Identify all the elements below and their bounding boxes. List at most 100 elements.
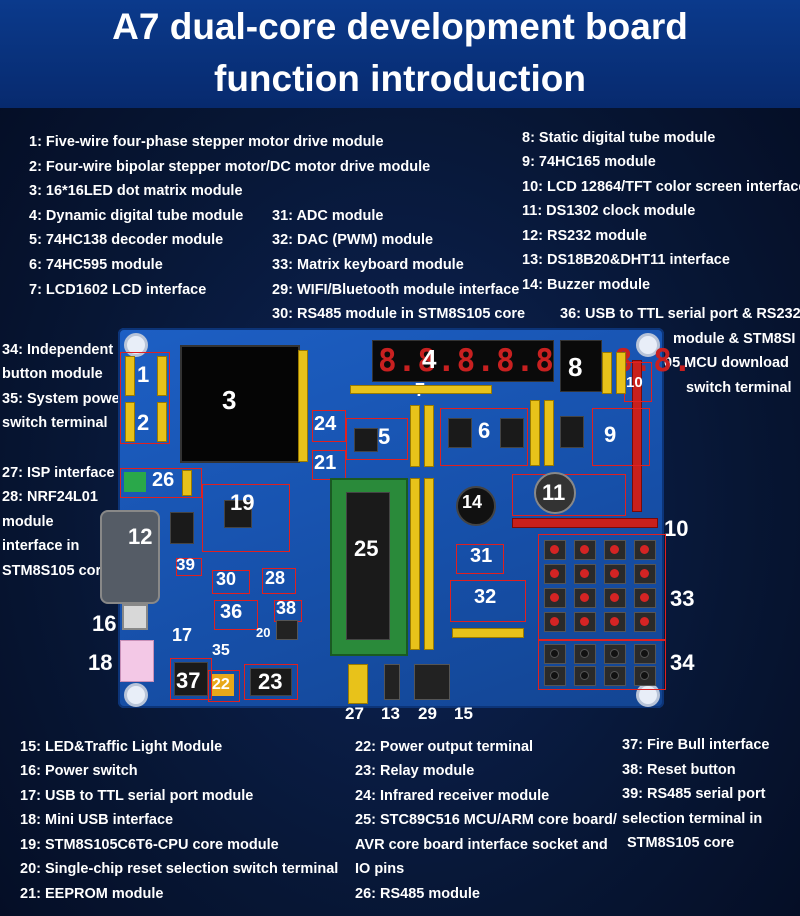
buzzer	[456, 486, 496, 526]
pin-header	[410, 405, 420, 467]
matrix-key	[634, 588, 656, 608]
label-34-line-2: button module	[2, 366, 103, 382]
label-5: 5: 74HC138 decoder module	[29, 232, 224, 248]
module-28-highlight	[262, 568, 296, 594]
db9-connector	[100, 510, 160, 604]
label-29: 29: WIFI/Bluetooth module interface	[272, 282, 520, 298]
label-9: 9: 74HC165 module	[522, 154, 656, 170]
matrix-key	[574, 612, 596, 632]
label-39-line-3: STM8S105 core	[627, 835, 735, 851]
board-number-36: 36	[220, 601, 243, 623]
matrix-key	[604, 540, 626, 560]
led-dot-matrix	[180, 345, 300, 463]
board-number-38: 38	[276, 598, 297, 618]
module-22-highlight	[208, 670, 240, 702]
pin-header	[125, 356, 135, 396]
power-switch	[122, 604, 148, 630]
module-1-2-highlight	[120, 352, 170, 444]
cpu-chip	[224, 500, 252, 528]
board-number-22: 22	[212, 676, 230, 693]
label-25-line-3: IO pins	[355, 861, 405, 877]
board-number-18: 18	[88, 650, 113, 675]
module-5-highlight	[346, 418, 408, 460]
ic-chip	[560, 416, 584, 448]
mini-usb-connector	[120, 640, 154, 682]
label-22: 22: Power output terminal	[355, 739, 534, 755]
label-36-line-4: switch terminal	[686, 380, 792, 396]
board-number-31: 31	[470, 545, 493, 567]
board-number-14: 14	[462, 492, 483, 512]
pin-header	[410, 478, 420, 650]
static-digital-tube	[560, 340, 602, 392]
board-number-34: 34	[670, 650, 695, 675]
ic-chip	[448, 418, 472, 448]
tft-header	[512, 518, 658, 528]
board-number-17: 17	[172, 625, 193, 645]
matrix-key	[544, 588, 566, 608]
matrix-key	[574, 588, 596, 608]
module-32-highlight	[450, 580, 526, 622]
board-number-10-b: 10	[664, 516, 689, 541]
board-number-33: 33	[670, 586, 695, 611]
board-number-12: 12	[128, 524, 153, 549]
label-28-line-3: interface in	[2, 538, 80, 554]
mounting-hole	[124, 683, 148, 707]
label-36-line-3: 05 MCU download	[664, 355, 789, 371]
pin-header	[424, 405, 434, 467]
board-number-37: 37	[176, 668, 201, 693]
matrix-key	[574, 564, 596, 584]
board-number-8: 8	[568, 352, 583, 382]
board-number-2: 2	[137, 410, 150, 435]
board-number-23: 23	[258, 669, 283, 694]
label-34-line-1: 34: Independent	[2, 342, 114, 358]
module-33-highlight	[538, 534, 666, 640]
module-19-highlight	[202, 484, 290, 552]
matrix-key	[604, 588, 626, 608]
label-36-line-1: 36: USB to TTL serial port & RS232	[560, 306, 800, 322]
pin-header	[125, 402, 135, 442]
label-16: 16: Power switch	[20, 763, 138, 779]
label-35-line-1: 35: System power	[2, 391, 126, 407]
label-17: 17: USB to TTL serial port module	[20, 788, 254, 804]
fire-bull-interface	[174, 662, 208, 696]
coin-battery	[534, 472, 576, 514]
pin-header	[182, 470, 192, 496]
board-number-24: 24	[314, 413, 337, 435]
label-24: 24: Infrared receiver module	[355, 788, 550, 804]
mcu-chip	[346, 492, 390, 640]
label-11: 11: DS1302 clock module	[522, 203, 696, 219]
matrix-key	[634, 612, 656, 632]
relay	[250, 668, 292, 696]
board-number-9: 9	[604, 422, 617, 447]
pin-header	[424, 478, 434, 650]
label-33: 33: Matrix keyboard module	[272, 257, 464, 273]
label-19: 19: STM8S105C6T6-CPU core module	[20, 837, 279, 853]
pin-header	[616, 352, 626, 394]
board-number-6: 6	[478, 418, 491, 443]
independent-key	[574, 666, 596, 686]
mounting-hole	[636, 333, 660, 357]
independent-key	[634, 644, 656, 664]
ic-chip	[354, 428, 378, 452]
matrix-key	[544, 540, 566, 560]
module-31-highlight	[456, 544, 504, 574]
matrix-key	[544, 612, 566, 632]
pin-header	[298, 350, 308, 462]
pin-header	[544, 400, 554, 466]
title-line-1: A7 dual-core development board	[112, 6, 688, 47]
mounting-hole	[124, 333, 148, 357]
board-number-10-a: 10	[626, 374, 643, 391]
label-25-line-2: AVR core board interface socket and	[355, 837, 608, 853]
power-output-terminal	[212, 674, 234, 696]
board-number-4: 4	[422, 344, 437, 374]
module-37-highlight	[170, 658, 212, 700]
pin-header	[530, 400, 540, 466]
module-39-highlight	[176, 558, 202, 576]
label-21: 21: EEPROM module	[20, 886, 164, 902]
board-number-3: 3	[222, 385, 237, 415]
independent-key	[604, 666, 626, 686]
label-12: 12: RS232 module	[522, 228, 647, 244]
label-28-line-1: 28: NRF24L01	[2, 489, 98, 505]
matrix-key	[634, 540, 656, 560]
